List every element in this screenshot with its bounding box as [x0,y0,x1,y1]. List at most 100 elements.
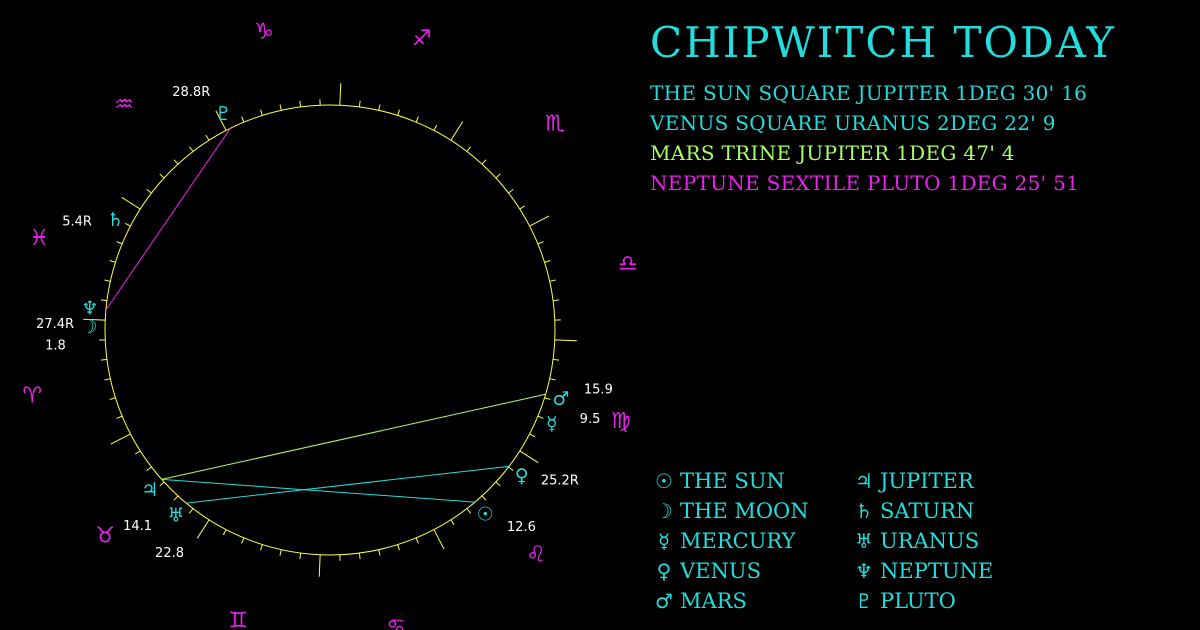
degree-tick [529,433,536,438]
degree-tick [544,260,551,263]
legend-label: MERCURY [680,529,796,553]
saturn-degree-label: 5.4R [62,215,92,230]
aspect-item: THE SUN SQUARE JUPITER 1DEG 30' 16 [650,81,1088,105]
degree-tick [397,109,400,116]
sign-boundary-tick [318,554,321,577]
degree-tick [299,553,302,560]
degree-tick [378,549,381,556]
sign-boundary-tick [215,110,227,131]
degree-tick [508,466,514,472]
degree-tick [188,508,194,514]
pisces-sign-icon: ♓ [29,226,49,251]
degree-tick [544,397,551,400]
pluto-icon: ♇ [215,103,232,125]
degree-tick [397,544,400,551]
legend-item-jupiter: ♃ JUPITER [848,466,1048,496]
sign-boundary-tick [433,529,445,550]
degree-tick [279,104,282,111]
mars-icon: ♂ [655,589,673,613]
scorpio-sign-icon: ♏ [545,111,565,136]
degree-tick [495,481,501,487]
uranus-icon: ♅ [168,504,185,526]
aries-sign-icon: ♈ [22,384,42,409]
legend-item-sun: ☉ THE SUN [648,466,848,496]
mars-degree-label: 15.9 [584,382,613,397]
cancer-sign-icon: ♋ [386,615,406,630]
moon-icon: ☽ [80,316,97,338]
degree-tick [433,124,438,131]
degree-tick [159,481,165,487]
degree-tick [553,299,560,302]
degree-tick [415,116,419,123]
venus-icon: ♀ [656,559,672,583]
legend-label: MARS [680,589,747,613]
jupiter-icon: ♃ [855,469,873,493]
degree-tick [222,529,227,536]
sun-icon: ☉ [655,469,673,493]
degree-tick [241,537,245,544]
degree-tick [519,205,526,210]
sun-icon: ☉ [477,503,494,525]
capricorn-sign-icon: ♑ [254,20,274,45]
saturn-icon: ♄ [855,499,873,523]
degree-tick [466,508,472,514]
libra-sign-icon: ♎ [618,251,638,276]
gemini-sign-icon: ♊ [228,608,248,630]
pluto-degree-label: 28.8R [172,85,210,100]
degree-tick [358,100,361,107]
aspect-line-sun-jupiter [161,478,475,503]
degree-tick [299,100,302,107]
degree-tick [124,222,131,227]
taurus-sign-icon: ♉ [95,524,115,549]
degree-tick [116,241,123,245]
legend-label: PLUTO [880,589,956,613]
degree-tick [146,466,152,472]
legend-label: THE SUN [680,469,785,493]
sign-boundary-tick [339,83,342,106]
degree-tick [537,241,544,245]
aspect-line-neptune-pluto [105,128,231,311]
legend-item-saturn: ♄ SATURN [848,496,1048,526]
saturn-icon: ♄ [107,209,124,231]
degree-tick [495,173,501,179]
sign-boundary-tick [196,519,210,539]
jupiter-icon: ♃ [141,479,158,501]
degree-tick [553,358,560,361]
degree-tick [104,279,111,282]
sun-degree-label: 12.6 [507,520,536,535]
sign-boundary-tick [450,121,464,141]
neptune-icon: ♆ [855,559,873,583]
degree-tick [188,146,194,152]
degree-tick [109,397,116,400]
zodiac-wheel: ♈♉♊♋♌♍♎♏♐♑♒♓☉12.6☽1.8☿9.5♀25.2R♂15.9♃14.… [22,20,638,630]
degree-tick [537,415,544,419]
legend-label: NEPTUNE [880,559,994,583]
legend-label: THE MOON [680,499,809,523]
mercury-degree-label: 9.5 [580,412,601,427]
legend-label: SATURN [880,499,975,523]
degree-tick [146,188,152,194]
degree-tick [116,415,123,419]
aspect-line-mars-jupiter [161,393,546,480]
legend-item-mars: ♂ MARS [648,586,848,616]
neptune-icon: ♆ [81,298,98,320]
degree-tick [109,260,116,263]
mercury-icon: ☿ [546,413,558,435]
degree-tick [173,495,179,501]
degree-tick [549,279,556,282]
sign-boundary-tick [110,433,131,445]
virgo-sign-icon: ♍ [611,409,631,434]
sign-boundary-tick [554,339,577,342]
degree-tick [279,549,282,556]
legend-item-venus: ♀ VENUS [648,556,848,586]
legend-item-uranus: ♅ URANUS [848,526,1048,556]
mars-icon: ♂ [552,388,569,410]
degree-tick [481,495,487,501]
legend-item-mercury: ☿ MERCURY [648,526,848,556]
degree-tick [159,173,165,179]
venus-icon: ♀ [515,465,529,487]
degree-tick [260,544,263,551]
sign-boundary-tick [529,215,550,227]
degree-tick [173,159,179,165]
moon-icon: ☽ [655,499,673,523]
